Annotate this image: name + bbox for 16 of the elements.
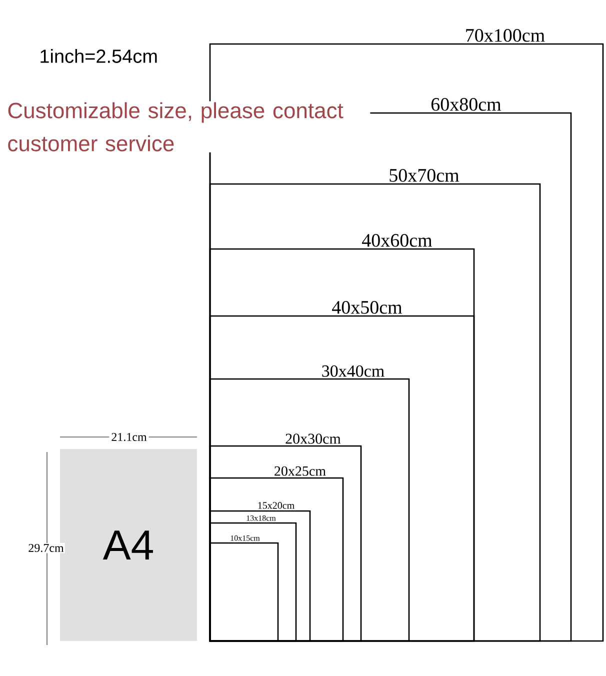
node-label: 30x40cm bbox=[322, 365, 384, 377]
node-label: 10x15cm bbox=[230, 535, 260, 541]
node-label: 20x25cm bbox=[274, 466, 326, 476]
note-text: Customizable size, please contact customer service bbox=[6, 101, 370, 152]
node-label: 40x60cm bbox=[362, 234, 432, 247]
node-label: 20x30cm bbox=[286, 434, 341, 444]
dimension-label: 21.1cm bbox=[109, 430, 149, 444]
scale-note: 1inch=2.54cm bbox=[40, 49, 157, 63]
size-frame: 10x15cm bbox=[209, 535, 279, 642]
node-label: 70x100cm bbox=[466, 28, 545, 42]
node-label: 15x20cm bbox=[258, 502, 294, 509]
node-label: 40x50cm bbox=[332, 300, 402, 314]
node-label: 13x18cm bbox=[246, 515, 276, 521]
node-label: 60x80cm bbox=[431, 98, 502, 111]
node-label: 50x70cm bbox=[390, 168, 460, 182]
dimension-label: 29.7cm bbox=[27, 542, 65, 554]
